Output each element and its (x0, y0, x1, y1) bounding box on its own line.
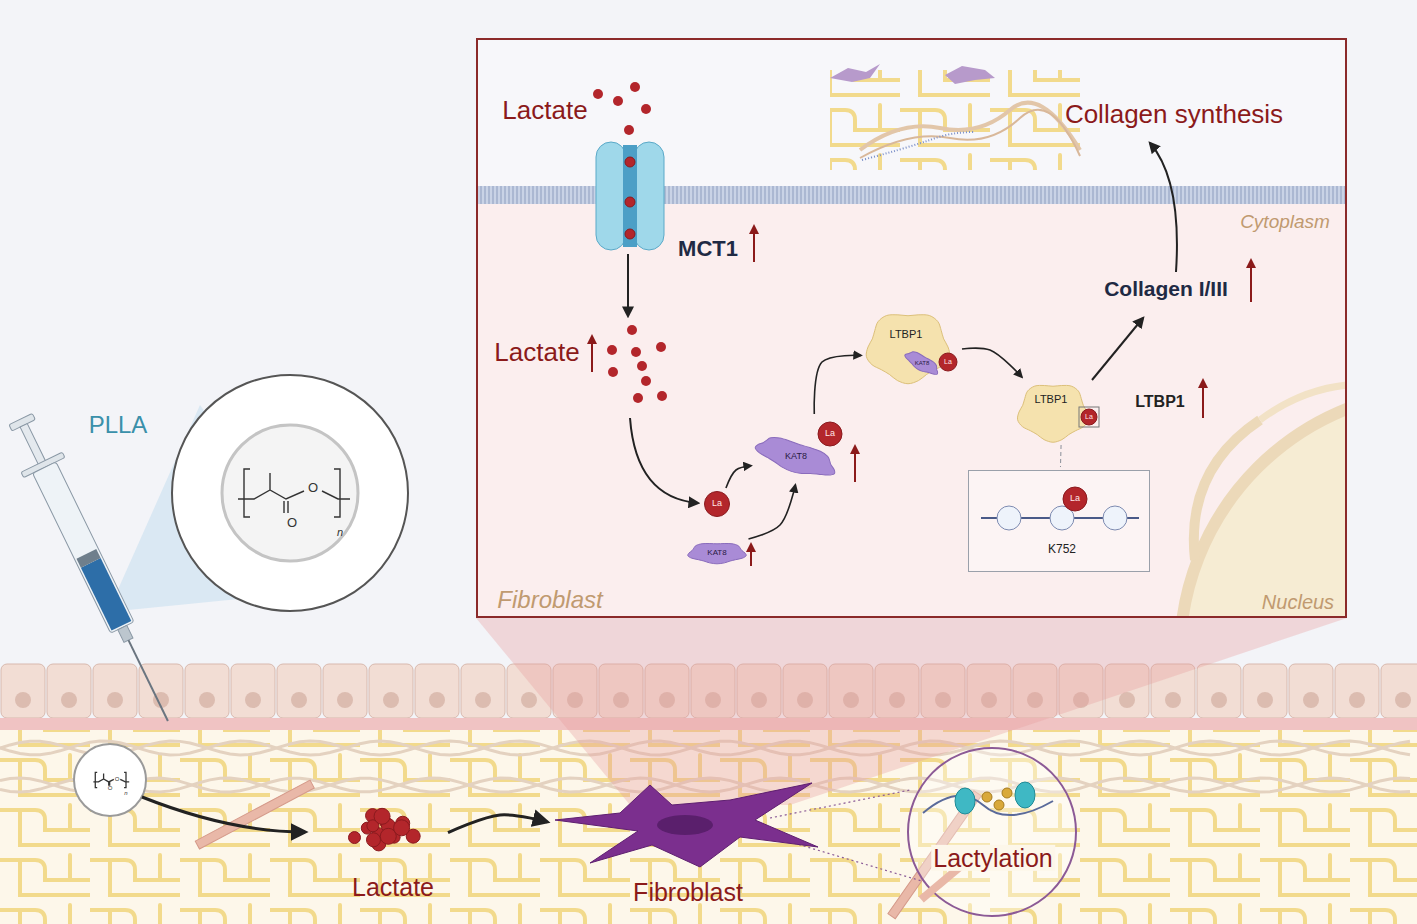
epidermis-cell (277, 664, 321, 718)
site-inset: LaK752 (968, 470, 1150, 572)
fibroblast-cell: Fibroblast (550, 775, 825, 910)
node-shape (864, 307, 959, 387)
node-shape (903, 743, 1081, 921)
cell-nucleus (107, 692, 123, 708)
epidermis-cell (461, 664, 505, 718)
node-text: KAT8 (785, 452, 807, 461)
kat8-protein: KAT8 (688, 542, 746, 564)
node-text: KAT8 (707, 549, 726, 557)
epidermis-cell (415, 664, 459, 718)
label: O (115, 776, 120, 782)
node-text: La (944, 358, 952, 365)
connector (814, 355, 861, 414)
label: O (287, 516, 297, 530)
node-text: K752 (1048, 543, 1076, 556)
ltbp1-complex: LTBP1KAT8 La (864, 307, 959, 387)
node-text: KAT8 (915, 360, 930, 366)
label: LTBP1 (1135, 394, 1184, 411)
epidermis-cell (1, 664, 45, 718)
label: O (308, 481, 318, 495)
label: O (108, 785, 113, 791)
label: Collagen I/III (1104, 278, 1228, 300)
node-shape (754, 417, 864, 482)
label: n (337, 527, 343, 539)
epidermis-cell (1289, 664, 1333, 718)
cell-nucleus (61, 692, 77, 708)
node-text: Fibroblast (633, 879, 743, 905)
epidermis-cell (231, 664, 275, 718)
node-text: La (1085, 413, 1093, 420)
node-shape (969, 471, 1151, 573)
epidermis-cell (369, 664, 413, 718)
cell-nucleus (199, 692, 215, 708)
cell-nucleus (337, 692, 353, 708)
node-text: LTBP1 (890, 329, 923, 341)
cell-nucleus (1349, 692, 1365, 708)
lactate-cluster: Lactate (335, 800, 445, 905)
label: n (124, 790, 127, 796)
connector (1060, 445, 1062, 467)
node-text: La (825, 429, 835, 438)
epidermis-cell (47, 664, 91, 718)
magnified-polymer: PLLA (80, 365, 415, 620)
lactylation-circle: Lactylation (903, 743, 1081, 921)
node-text: LTBP1 (1035, 394, 1068, 406)
node-text: La (712, 499, 722, 508)
connector (726, 466, 751, 488)
cell-nucleus (1257, 692, 1273, 708)
epidermis-cell (1381, 664, 1417, 718)
cell-nucleus (15, 692, 31, 708)
connector (749, 485, 796, 539)
label: Lactate (494, 339, 579, 366)
node-text: MCT1 (678, 237, 738, 260)
connector (448, 815, 547, 833)
label: Lactate (502, 97, 587, 124)
cell-nucleus (245, 692, 261, 708)
epidermis-cell (1197, 664, 1241, 718)
node-shape (1017, 380, 1107, 442)
cell-nucleus (1165, 692, 1181, 708)
epidermis-cell (1335, 664, 1379, 718)
cell-nucleus (475, 692, 491, 708)
epidermis-cell (323, 664, 367, 718)
connector (962, 348, 1022, 377)
node-text: La (1070, 494, 1080, 503)
cell-nucleus (383, 692, 399, 708)
node-shape (80, 365, 415, 620)
node-text: Lactate (352, 874, 434, 900)
epidermis-cell (185, 664, 229, 718)
node-text: Lactylation (931, 845, 1055, 871)
cell-nucleus (291, 692, 307, 708)
transporter: MCT1 (590, 137, 770, 262)
cell-nucleus (521, 692, 537, 708)
lactylated-kat8: KAT8 La (754, 417, 864, 482)
label: Collagen synthesis (1065, 101, 1283, 128)
node-text: Fibroblast (497, 587, 602, 612)
label: Cytoplasm (1240, 212, 1330, 232)
ltbp1-protein: LTBP1La (1017, 380, 1107, 442)
epidermis-cell (139, 664, 183, 718)
epidermis-cell (93, 664, 137, 718)
epidermis-cell (1243, 664, 1287, 718)
lactate-circle: La (704, 491, 730, 517)
cell-nucleus (429, 692, 445, 708)
cell-nucleus (1211, 692, 1227, 708)
label: Nucleus (1262, 592, 1334, 613)
node-text: PLLA (89, 412, 148, 437)
cell-nucleus (1119, 692, 1135, 708)
cell-nucleus (1395, 692, 1411, 708)
cell-nucleus (1303, 692, 1319, 708)
